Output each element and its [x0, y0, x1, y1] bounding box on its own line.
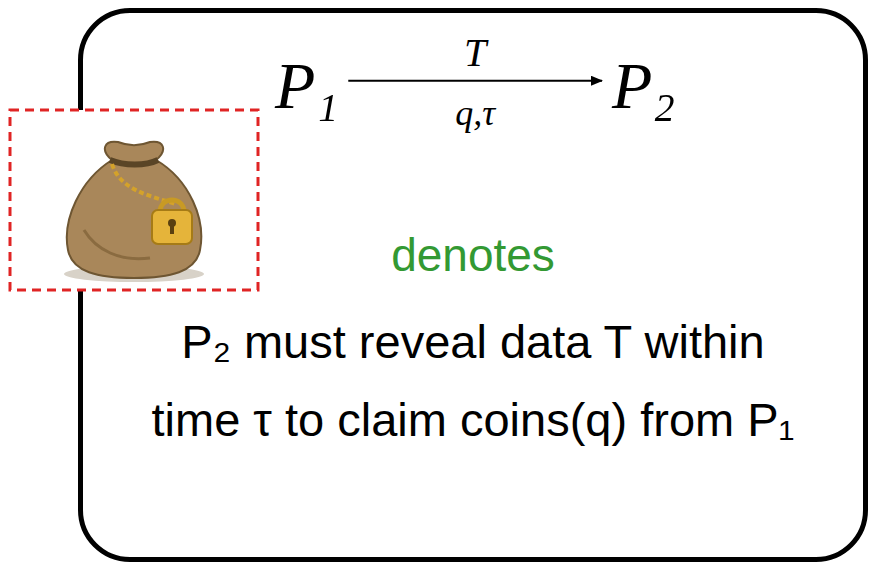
gold-chain	[112, 164, 176, 204]
edge-label: T	[464, 33, 486, 73]
party-label: P₂	[612, 53, 675, 119]
arrow-connector	[348, 80, 602, 82]
description-text: P₂ must reveal data T within time τ to c…	[143, 303, 803, 459]
keyword-text: denotes	[83, 229, 863, 282]
bag-body	[67, 142, 201, 278]
party-name: P₂	[612, 53, 675, 119]
party-name: P₁	[275, 53, 338, 119]
dashed-frame	[10, 110, 258, 290]
padlock	[152, 210, 192, 244]
edge-sub-label: q,τ	[455, 95, 495, 131]
bag-tie	[110, 160, 158, 165]
party-label: P₁	[275, 53, 338, 119]
money-bag-illustration	[0, 0, 270, 300]
bag-fold	[84, 230, 150, 259]
keyhole-slot	[170, 224, 174, 234]
money-bag	[64, 142, 204, 282]
